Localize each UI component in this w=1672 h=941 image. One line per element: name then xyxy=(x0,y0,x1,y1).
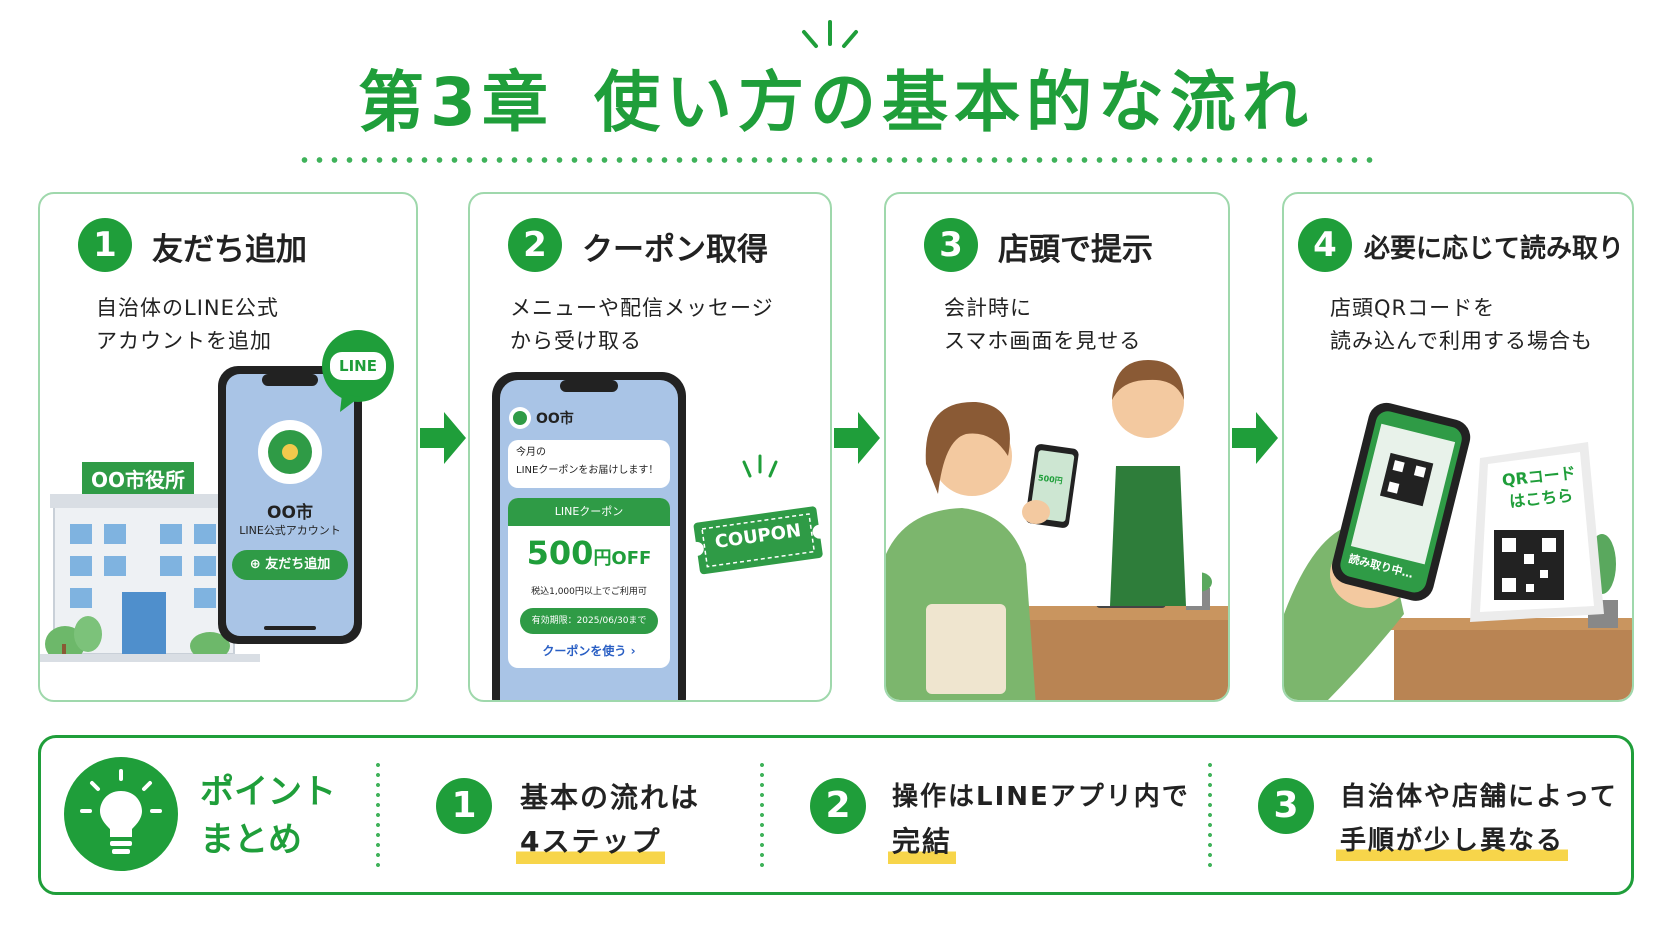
step-card-2: 2 クーポン取得 メニューや配信メッセージ から受け取る OO市 今月の LIN… xyxy=(468,192,832,702)
store-counter-illustration xyxy=(886,360,1228,700)
message-bubble: 今月の LINEクーポンをお届けします！ xyxy=(516,444,658,480)
step-description-line: 会計時に xyxy=(944,296,1032,320)
use-coupon-link[interactable]: クーポンを使う › xyxy=(508,642,670,659)
arrow-right-icon xyxy=(1232,412,1278,464)
point-highlight: 4ステップ xyxy=(516,820,666,864)
coupon-phone-illustration xyxy=(492,372,827,700)
summary-divider xyxy=(760,760,764,872)
summary-title: ポイント まとめ xyxy=(200,768,336,864)
point-text: 基本の流れは xyxy=(520,781,701,814)
step-description: 店頭QRコードを 読み込んで利用する場合も xyxy=(1330,292,1593,358)
point-highlight: 手順が少し異なる xyxy=(1336,820,1569,861)
step-description: 自治体のLINE公式 アカウントを追加 xyxy=(96,292,279,358)
point-number-badge: 2 xyxy=(810,778,866,834)
line-badge-text: LINE xyxy=(339,357,377,375)
city-hall-building-icon xyxy=(40,462,260,662)
coupon-ticket-icon xyxy=(689,506,827,575)
step-number-badge: 3 xyxy=(924,218,978,272)
step-card-1: 1 友だち追加 自治体のLINE公式 アカウントを追加 xyxy=(38,192,418,702)
step-description-line: スマホ画面を見せる xyxy=(944,329,1142,353)
account-subtitle: LINE公式アカウント xyxy=(239,524,341,537)
message-line: LINEクーポンをお届けします！ xyxy=(516,465,659,476)
step-description-line: 読み込んで利用する場合も xyxy=(1330,329,1593,353)
step-description-line: メニューや配信メッセージ xyxy=(510,296,774,320)
qr-scan-illustration xyxy=(1284,402,1632,700)
sparkle-icon xyxy=(742,454,778,478)
add-friend-label: 友だち追加 xyxy=(265,557,331,572)
add-friend-button[interactable]: ⊕ 友だち追加 xyxy=(232,550,348,580)
step-number-badge: 1 xyxy=(78,218,132,272)
coupon-expiry: 有効期限：2025/06/30まで xyxy=(531,616,647,626)
arrow-right-icon xyxy=(420,412,466,464)
point-number-badge: 3 xyxy=(1258,778,1314,834)
step-description-line: 店頭QRコードを xyxy=(1330,296,1496,320)
step-description-line: 自治体のLINE公式 xyxy=(96,296,279,320)
summary-title-line: まとめ xyxy=(200,820,302,860)
chapter-title: 使い方の基本的な流れ xyxy=(593,64,1314,141)
point-text: 操作はLINEアプリ内で xyxy=(892,782,1190,812)
sparkle-icon xyxy=(802,20,858,48)
summary-box xyxy=(38,735,1634,895)
app-name: OO市 xyxy=(536,411,574,427)
step-description-line: から受け取る xyxy=(510,329,642,353)
step-description: 会計時に スマホ画面を見せる xyxy=(944,292,1141,358)
step-number-badge: 2 xyxy=(508,218,562,272)
chapter-label: 第3章 xyxy=(358,64,554,141)
point-number-badge: 1 xyxy=(436,778,492,834)
step-title: 店頭で提示 xyxy=(998,232,1153,268)
line-logo-icon xyxy=(322,330,394,412)
coupon-value: 500 xyxy=(526,534,594,572)
account-name: OO市 xyxy=(267,503,313,523)
message-line: 今月の xyxy=(516,447,546,458)
use-coupon-label: クーポンを使う xyxy=(542,644,627,658)
plus-icon: ⊕ xyxy=(249,557,266,572)
coupon-condition: 税込1,000円以上でご利用可 xyxy=(531,587,647,597)
step-description: メニューや配信メッセージ から受け取る xyxy=(510,292,774,358)
summary-title-line: ポイント xyxy=(200,772,336,812)
step-title: 友だち追加 xyxy=(152,232,307,268)
coupon-header: LINEクーポン xyxy=(554,505,624,518)
step-description-line: アカウントを追加 xyxy=(96,329,272,353)
summary-divider xyxy=(376,760,380,872)
step-title: クーポン取得 xyxy=(582,232,768,268)
arrow-right-icon xyxy=(834,412,880,464)
step-card-4: 4 必要に応じて読み取り 店頭QRコードを 読み込んで利用する場合も xyxy=(1282,192,1634,702)
coupon-unit: 円OFF xyxy=(593,548,652,569)
city-hall-sign: OO市役所 xyxy=(90,468,185,492)
step-title: 必要に応じて読み取り xyxy=(1364,234,1625,264)
step-number-badge: 4 xyxy=(1298,218,1352,272)
summary-divider xyxy=(1208,760,1212,872)
city-hall-line-illustration xyxy=(40,330,394,662)
page-title: 第3章使い方の基本的な流れ xyxy=(0,58,1672,148)
point-text: 自治体や店舗によって xyxy=(1340,782,1618,812)
lightbulb-icon xyxy=(64,757,178,871)
step-card-3: 3 店頭で提示 会計時に スマホ画面を見せる 500円 xyxy=(884,192,1230,702)
coupon-amount: 500円OFF xyxy=(508,534,670,572)
chevron-right-icon: › xyxy=(626,644,636,658)
point-highlight: 完結 xyxy=(888,820,957,864)
title-divider xyxy=(297,156,1377,164)
